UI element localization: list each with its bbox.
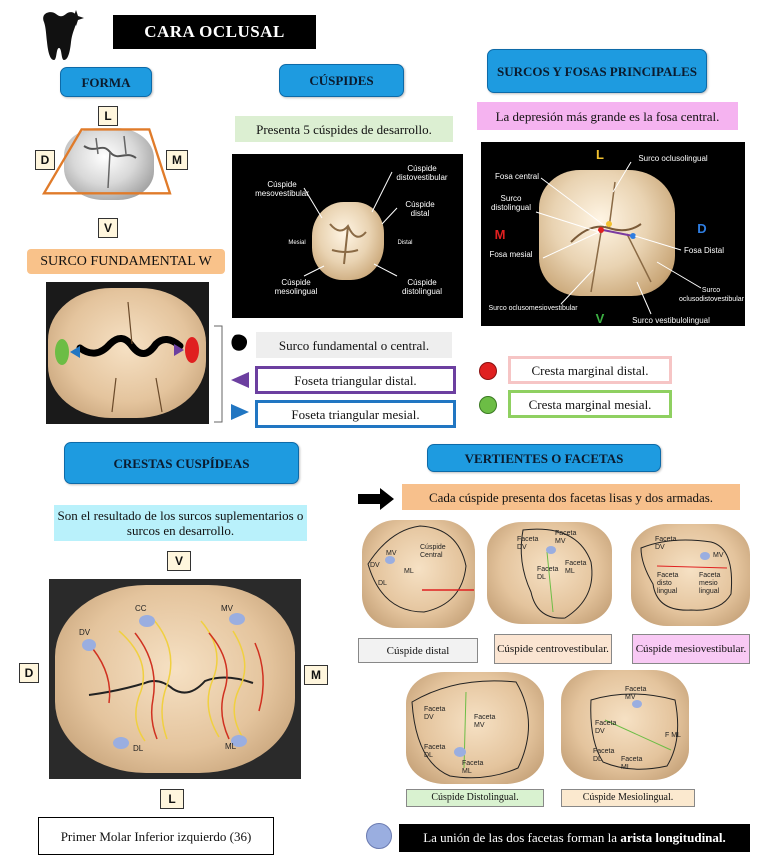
p2-c: Faceta DL — [537, 566, 559, 581]
p4-d: Faceta ML — [462, 760, 484, 775]
surco-fundamental-heading: SURCO FUNDAMENTAL W — [27, 249, 225, 274]
p3-c: Faceta disto lingual — [657, 572, 679, 595]
label-distolingual: Cúspide distolingual — [401, 278, 443, 296]
label-dl: DL — [133, 744, 144, 753]
label-surco-distolingual: Surco distolingual — [490, 194, 532, 212]
surcos-fosas-photo: L M D V Fosa central Surco oclusolingual… — [481, 142, 745, 326]
p1-dl: DL — [378, 580, 387, 587]
label-v: V — [595, 311, 605, 326]
faceta-photo-distolingual: Faceta DV Faceta MV Faceta DL Faceta ML — [406, 672, 544, 784]
label-d: D — [697, 221, 707, 236]
p1-central: Cúspide Central — [420, 544, 446, 559]
caption-mesiovestibular: Cúspide mesiovestibular. — [632, 634, 750, 664]
black-blob-icon — [231, 333, 249, 353]
label-distal-side: Distal — [397, 240, 413, 246]
label-surco-oclusolingual: Surco oclusolingual — [638, 154, 708, 163]
p2-b: Faceta MV — [555, 530, 577, 545]
caption-mesiolingual: Cúspide Mesiolingual. — [561, 789, 695, 807]
surco-fundamental-photo — [46, 282, 209, 424]
vertientes-heading: VERTIENTES O FACETAS — [427, 444, 661, 472]
legend-foseta-distal: Foseta triangular distal. — [255, 366, 456, 394]
faceta-photo-mesiolingual: Faceta MV Faceta DV Faceta ML Faceta DL … — [561, 670, 689, 780]
p4-a: Faceta DV — [424, 706, 446, 721]
cuspides-heading: CÚSPIDES — [279, 64, 404, 97]
p4-b: Faceta MV — [474, 714, 496, 729]
forma-tooth-image — [36, 124, 186, 208]
legend-cresta-distal: Cresta marginal distal. — [508, 356, 672, 384]
legend-surco: Surco fundamental o central. — [256, 332, 452, 358]
red-circle-icon — [479, 362, 497, 380]
page-title: CARA OCLUSAL — [113, 15, 316, 49]
bracket-icon — [214, 325, 223, 423]
label-surco-oclusodistovestibular: Surco oclusodistovestibular — [679, 287, 744, 303]
arista-prefix: La unión de las dos facetas forman la — [423, 830, 621, 845]
p5-d: Faceta DL — [593, 748, 615, 763]
green-circle-icon — [479, 396, 497, 414]
legend-cresta-mesial: Cresta marginal mesial. — [508, 390, 672, 418]
label-mesial: Mesial — [288, 240, 306, 246]
crestas-note: Son el resultado de los surcos suplement… — [54, 505, 307, 541]
p2-d: Faceta ML — [565, 560, 587, 575]
label-fosa-distal: Fosa Distal — [683, 246, 724, 255]
label-distovestibular: Cúspide distovestibular — [396, 164, 448, 182]
p5-b: Faceta DV — [595, 720, 617, 735]
p3-b: MV — [713, 552, 724, 559]
arista-note: La unión de las dos facetas forman la ar… — [399, 824, 750, 852]
label-ml: ML — [225, 742, 237, 751]
p1-dv: DV — [370, 562, 380, 569]
legend-foseta-mesial: Foseta triangular mesial. — [255, 400, 456, 428]
arista-bold: arista longitudinal. — [620, 830, 726, 845]
p5-e: F ML — [665, 732, 681, 739]
forma-heading: FORMA — [60, 67, 152, 97]
label-mv: MV — [221, 604, 233, 613]
label-m: M — [494, 227, 506, 242]
faceta-photo-centrovestibular: Faceta DV Faceta MV Faceta DL Faceta ML — [487, 522, 612, 624]
p2-a: Faceta DV — [517, 536, 539, 551]
p5-a: Faceta MV — [625, 686, 647, 701]
p1-mv: MV — [386, 550, 397, 557]
label-distal: Cúspide distal — [405, 200, 435, 218]
label-dv: DV — [79, 628, 91, 637]
forma-label-m: M — [166, 150, 188, 170]
p4-c: Faceta DL — [424, 744, 446, 759]
forma-label-d: D — [35, 150, 55, 170]
label-fosa-central: Fosa central — [494, 172, 540, 181]
caption-distal: Cúspide distal — [358, 638, 478, 663]
caption-distolingual: Cúspide Distolingual. — [406, 789, 544, 807]
right-arrow-icon — [358, 488, 394, 510]
caption-centrovestibular: Cúspide centrovestibular. — [494, 634, 612, 664]
faceta-photo-distal: MV DV DL ML Cúspide Central — [362, 520, 475, 628]
label-surco-oclusomesiovestibular: Surco oclusomesiovestibular — [488, 305, 578, 312]
faceta-photo-mesiovestibular: Faceta DV MV Faceta disto lingual Faceta… — [631, 524, 750, 626]
label-mesovestibular: Cúspide mesovestibular — [255, 180, 309, 198]
triangle-purple-icon — [231, 372, 249, 388]
surcos-fosas-note: La depresión más grande es la fosa centr… — [477, 102, 738, 130]
crestas-heading: CRESTAS CUSPÍDEAS — [64, 442, 299, 484]
p1-ml: ML — [404, 568, 414, 575]
label-l: L — [596, 147, 604, 162]
label-surco-vestibulolingual: Surco vestibulolingual — [632, 316, 710, 325]
surcos-fosas-heading: SURCOS Y FOSAS PRINCIPALES — [487, 49, 707, 93]
cuspides-note: Presenta 5 cúspides de desarrollo. — [235, 116, 453, 142]
vertientes-note: Cada cúspide presenta dos facetas lisas … — [402, 484, 740, 510]
label-cc: CC — [135, 604, 147, 613]
circle-dot-icon — [366, 823, 392, 849]
cuspides-photo: Cúspide mesovestibular Cúspide distovest… — [232, 154, 463, 318]
crestas-label-m: M — [304, 665, 328, 685]
label-fosa-mesial: Fosa mesial — [489, 250, 533, 259]
forma-label-l: L — [98, 106, 118, 126]
tooth-sparkle-icon — [36, 8, 88, 64]
crestas-label-d: D — [19, 663, 39, 683]
crestas-label-l: L — [160, 789, 184, 809]
crestas-photo: CC MV DV DL ML — [49, 579, 301, 779]
forma-label-v: V — [98, 218, 118, 238]
p3-d: Faceta mesio lingual — [699, 572, 721, 595]
crestas-label-v: V — [167, 551, 191, 571]
crestas-caption: Primer Molar Inferior izquierdo (36) — [38, 817, 274, 855]
p3-a: Faceta DV — [655, 536, 677, 551]
label-mesolingual: Cúspide mesolingual — [274, 278, 318, 296]
p5-c: Faceta ML — [621, 756, 643, 771]
triangle-blue-icon — [231, 404, 249, 420]
